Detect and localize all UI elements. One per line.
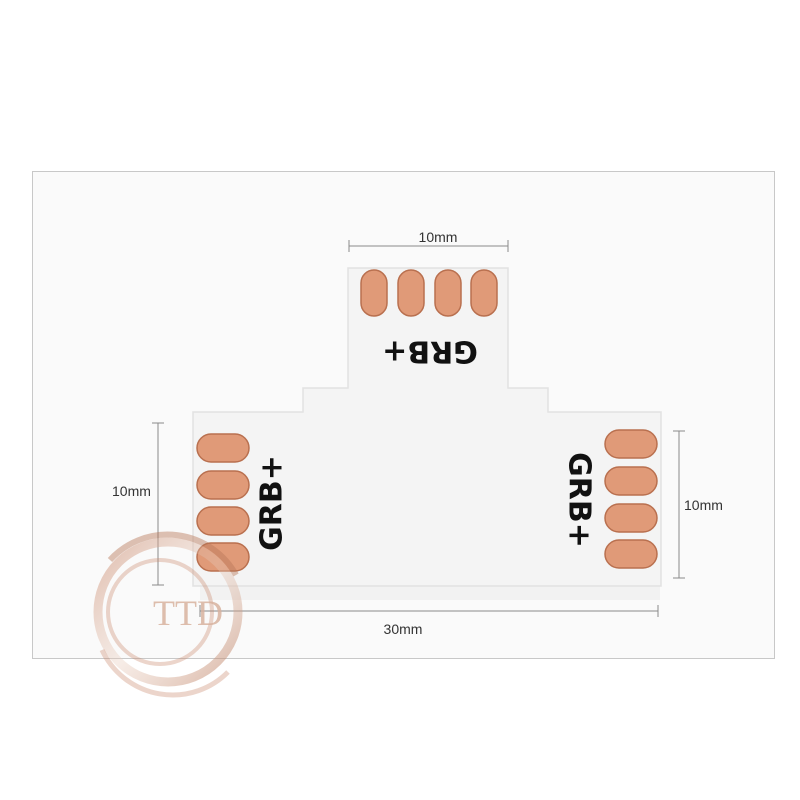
pad [397, 269, 425, 317]
pad [434, 269, 462, 317]
watermark-text: TTD [153, 593, 223, 633]
pad [604, 503, 658, 533]
pad [360, 269, 388, 317]
pad [604, 466, 658, 496]
silkscreen-right: GRB+ [562, 452, 597, 548]
pad [604, 429, 658, 459]
dimension-top [348, 240, 509, 252]
dimension-bottom [199, 605, 659, 617]
right-pads [604, 429, 658, 569]
pad [604, 539, 658, 569]
pad [470, 269, 498, 317]
board-reflection [200, 586, 660, 600]
dimension-label-bottom: 30mm [384, 621, 423, 637]
silkscreen-top: GRB+ [382, 334, 478, 369]
pad [196, 506, 250, 536]
dimension-label-top: 10mm [419, 229, 458, 245]
left-pads [196, 433, 250, 572]
dimension-label-right: 10mm [684, 497, 723, 513]
pad [196, 433, 250, 463]
silkscreen-left: GRB+ [255, 455, 290, 551]
dimension-label-left: 10mm [112, 483, 151, 499]
pcb-board [192, 267, 662, 587]
dimension-right [673, 430, 685, 579]
pad [196, 470, 250, 500]
ttd-watermark-logo: TTD [93, 531, 243, 698]
top-pads [360, 269, 498, 317]
dimension-left [152, 422, 164, 586]
